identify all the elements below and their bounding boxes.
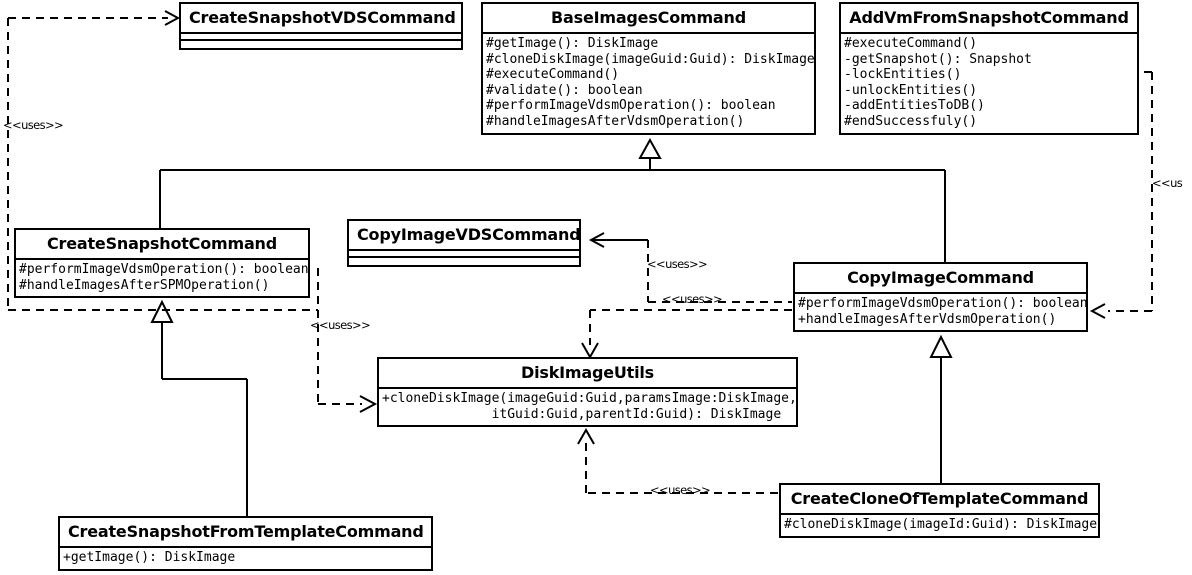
dependency-arrow-copy-image-right [1089, 303, 1106, 319]
dependency-arrow-disk-image-utils-bottom [577, 427, 595, 445]
class-title: AddVmFromSnapshotCommand [849, 8, 1129, 27]
dependency-uses-right [1108, 71, 1153, 312]
class-member: #performImageVdsmOperation(): boolean [798, 296, 1088, 311]
stereotype-label-uses-clone-template: <<uses>> [650, 483, 711, 497]
compartment-separator [60, 546, 431, 548]
class-member: #endSuccessfuly() [844, 113, 978, 129]
class-title: CopyImageCommand [847, 268, 1034, 287]
class-title: DiskImageUtils [521, 363, 654, 382]
compartment-separator [16, 258, 308, 260]
empty-attributes-compartment [181, 34, 461, 41]
stereotype-label-uses-copy-image-to-utils: <<uses>> [662, 292, 723, 306]
dependency-uses-left [7, 17, 318, 311]
operations-compartment: #cloneDiskImage(imageId:Guid): DiskImage [781, 515, 1098, 536]
class-member: +cloneDiskImage(imageGuid:Guid,paramsIma… [382, 391, 797, 406]
compartment-separator [379, 387, 796, 389]
class-member: #performImageVdsmOperation(): boolean [486, 98, 776, 114]
class-create-snapshot-command[interactable]: CreateSnapshotCommand #performImageVdsmO… [14, 228, 310, 299]
class-title: CreateCloneOfTemplateCommand [790, 489, 1089, 508]
dependency-arrow-copy-image-vds [588, 232, 648, 248]
compartment-separator [841, 32, 1137, 34]
class-member: #handleImagesAfterVdsmOperation() [486, 113, 745, 129]
class-disk-image-utils[interactable]: DiskImageUtils +cloneDiskImage(imageGuid… [377, 357, 798, 428]
class-title: CreateSnapshotVDSCommand [189, 8, 456, 27]
class-title: CreateSnapshotCommand [46, 234, 278, 253]
dependency-copyimage-to-copyimagevds [647, 240, 792, 303]
class-title: CreateSnapshotFromTemplateCommand [68, 522, 424, 541]
operations-compartment: +cloneDiskImage(imageGuid:Guid,paramsIma… [379, 389, 797, 425]
dependency-arrow-disk-image-utils-top [581, 342, 599, 360]
operations-compartment: +getImage(): DiskImage [60, 548, 431, 569]
class-member: #cloneDiskImage(imageId:Guid): DiskImage [784, 517, 1098, 532]
compartment-separator [181, 32, 461, 34]
class-title: CopyImageVDSCommand [357, 225, 581, 244]
class-member: +handleImagesAfterVdsmOperation() [798, 311, 1057, 327]
dependency-arrow-create-snapshot-vds [164, 10, 181, 26]
stereotype-label-uses-left: <<uses>> [3, 118, 64, 132]
generalization-triangle-base-images [638, 137, 662, 159]
generalization-to-base-images [159, 158, 946, 262]
compartment-separator [349, 249, 579, 251]
class-member: #performImageVdsmOperation(): boolean [19, 262, 309, 277]
class-copy-image-vds-command[interactable]: CopyImageVDSCommand [347, 219, 581, 267]
class-add-vm-from-snapshot-command[interactable]: AddVmFromSnapshotCommand #executeCommand… [839, 2, 1139, 135]
class-create-snapshot-vds-command[interactable]: CreateSnapshotVDSCommand [179, 2, 463, 50]
compartment-separator [483, 32, 814, 34]
stereotype-label-uses-right: <<us [1152, 176, 1183, 190]
dependency-copyimage-to-utils [589, 309, 792, 345]
class-member: #executeCommand() [844, 36, 978, 51]
generalization-snapshot-from-template [161, 322, 248, 518]
operations-compartment: #getImage(): DiskImage #cloneDiskImage(i… [483, 34, 815, 133]
empty-operations-compartment [181, 41, 461, 48]
dependency-clone-template-to-utils [585, 442, 778, 494]
class-copy-image-command[interactable]: CopyImageCommand #performImageVdsmOperat… [793, 262, 1088, 333]
class-member: -lockEntities() [844, 67, 962, 83]
generalization-triangle-create-snapshot [150, 299, 174, 323]
class-member: +getImage(): DiskImage [63, 550, 236, 565]
operations-compartment: #performImageVdsmOperation(): boolean #h… [16, 260, 309, 296]
stereotype-label-uses-copy-image-vds: <<uses>> [647, 257, 708, 271]
stereotype-label-uses-create-snapshot-to-utils: <<uses>> [310, 318, 371, 332]
class-member: #validate(): boolean [486, 82, 643, 98]
class-member: #handleImagesAfterSPMOperation() [19, 277, 270, 293]
class-member: -getSnapshot(): Snapshot [844, 51, 1032, 67]
operations-compartment: #executeCommand() -getSnapshot(): Snapsh… [841, 34, 1137, 133]
class-member: #getImage(): DiskImage [486, 36, 659, 51]
dependency-arrow-disk-image-utils-left [359, 395, 378, 413]
compartment-separator [781, 513, 1098, 515]
empty-operations-compartment [349, 258, 579, 265]
compartment-separator [795, 292, 1086, 294]
operations-compartment: #performImageVdsmOperation(): boolean +h… [795, 294, 1088, 330]
empty-attributes-compartment [349, 251, 579, 258]
class-title: BaseImagesCommand [551, 8, 746, 27]
class-member: -addEntitiesToDB() [844, 98, 985, 114]
class-base-images-command[interactable]: BaseImagesCommand #getImage(): DiskImage… [481, 2, 816, 135]
generalization-triangle-copy-image [929, 334, 953, 358]
class-create-snapshot-from-template-command[interactable]: CreateSnapshotFromTemplateCommand +getIm… [58, 516, 433, 571]
class-member: #executeCommand() [486, 67, 620, 83]
class-create-clone-of-template-command[interactable]: CreateCloneOfTemplateCommand #cloneDiskI… [779, 483, 1100, 538]
class-member: itGuid:Guid,parentId:Guid): DiskImage [382, 406, 782, 422]
dependency-create-snapshot-to-utils [317, 268, 362, 405]
class-member: -unlockEntities() [844, 82, 978, 98]
class-member: #cloneDiskImage(imageGuid:Guid): DiskIma… [486, 51, 815, 67]
